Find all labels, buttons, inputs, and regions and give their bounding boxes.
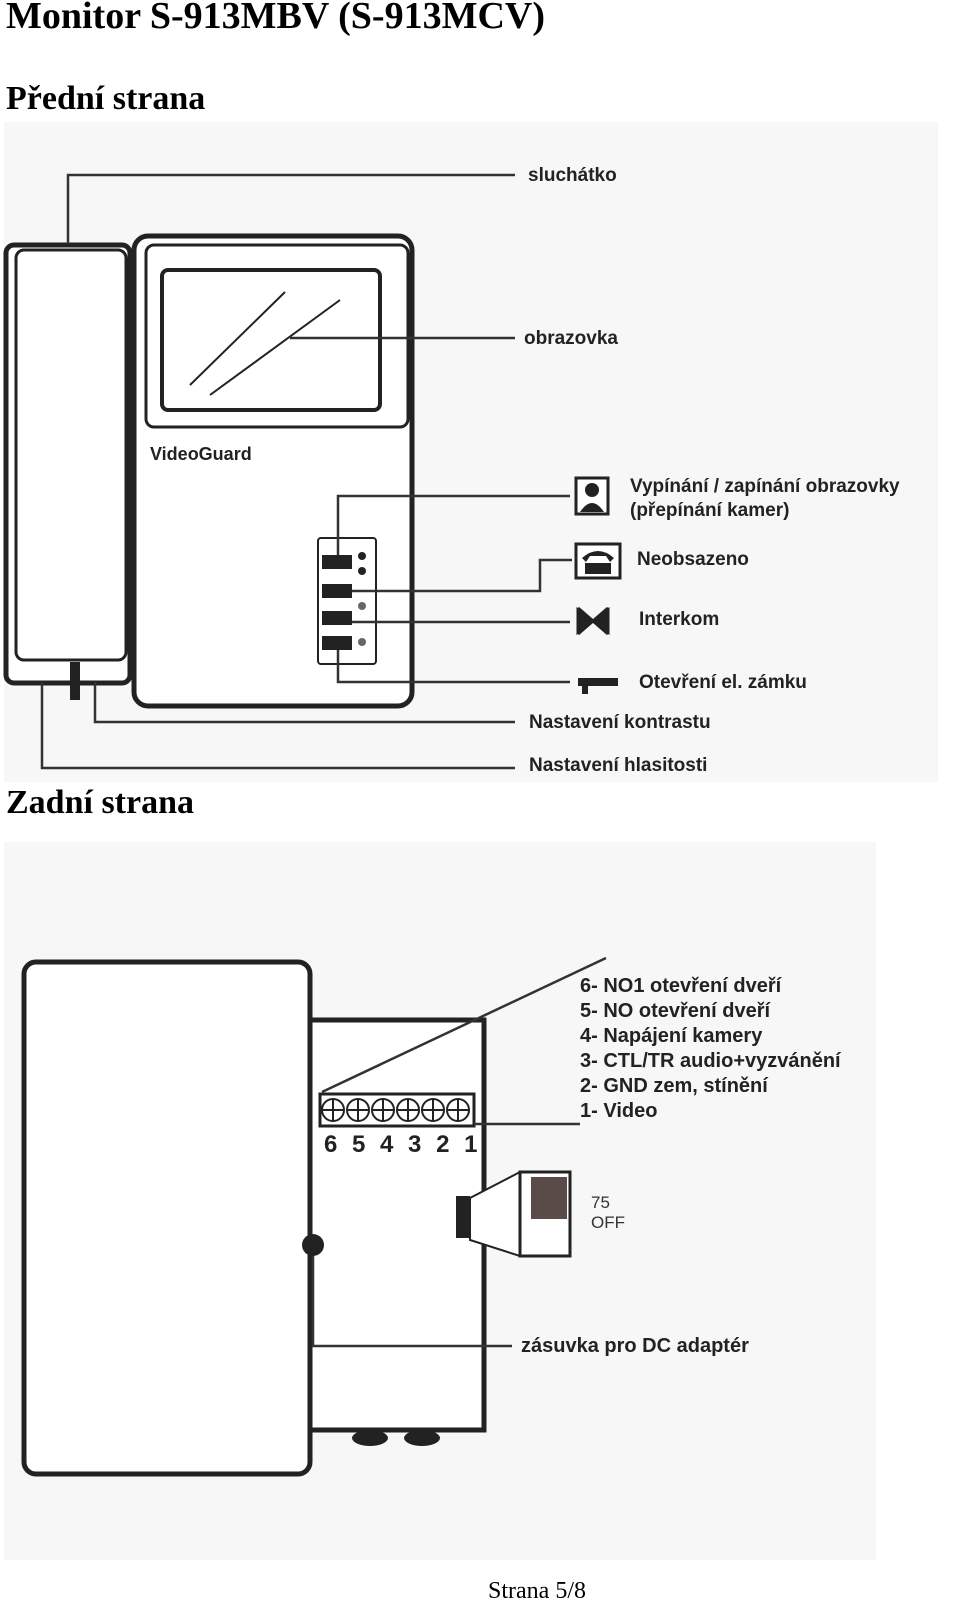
screen-label: obrazovka <box>524 328 618 349</box>
front-buttons <box>322 552 366 650</box>
person-icon <box>574 476 610 516</box>
led-indicator <box>358 552 366 560</box>
terminal-5-label: 5- NO otevření dveří <box>580 1000 772 1022</box>
screen-toggle-button[interactable] <box>322 555 352 569</box>
volume-label: Nastavení hlasitosti <box>529 755 707 776</box>
intercom-icon <box>576 606 610 636</box>
led-indicator <box>358 602 366 610</box>
led-indicator <box>358 638 366 646</box>
brand-logo: VideoGuard <box>150 444 252 464</box>
intercom-label: Interkom <box>639 609 719 630</box>
monitor-back <box>21 959 487 1477</box>
terminal-3-label: 3- CTL/TR audio+vyzvánění <box>580 1050 842 1072</box>
handset <box>3 242 133 700</box>
section-front-heading: Přední strana <box>6 80 206 117</box>
terminal-numbers: 6 5 4 3 2 1 <box>324 1131 481 1158</box>
screen-toggle-label: Vypínání / zapínání obrazovky <box>630 476 900 497</box>
led-indicator <box>358 567 366 575</box>
lock-button[interactable] <box>322 636 352 650</box>
rubber-foot <box>404 1430 440 1446</box>
handset-label: sluchátko <box>528 165 617 186</box>
rubber-foot <box>352 1430 388 1446</box>
dc-socket <box>302 1234 324 1256</box>
termination-switch[interactable] <box>456 1170 572 1258</box>
terminal-6-label: 6- NO1 otevření dveří <box>580 975 783 997</box>
unoccupied-button[interactable] <box>322 584 352 598</box>
screen-toggle-sublabel: (přepínání kamer) <box>630 500 789 521</box>
front-diagram: VideoGuard <box>3 165 900 776</box>
lock-label: Otevření el. zámku <box>639 672 807 693</box>
terminal-block <box>318 1092 476 1128</box>
section-back-heading: Zadní strana <box>6 784 194 821</box>
terminal-1-label: 1- Video <box>580 1100 657 1122</box>
unoccupied-label: Neobsazeno <box>637 549 749 570</box>
page-footer: Strana 5/8 <box>488 1578 586 1604</box>
phone-icon <box>574 542 622 580</box>
dc-socket-label: zásuvka pro DC adaptér <box>521 1335 749 1357</box>
switch-off-label: OFF <box>591 1213 625 1232</box>
page-title: Monitor S-913MBV (S-913MCV) <box>6 0 545 37</box>
terminal-legend: 6- NO1 otevření dveří 5- NO otevření dve… <box>580 975 842 1122</box>
switch-on-label: 75 <box>591 1193 610 1212</box>
contrast-label: Nastavení kontrastu <box>529 712 711 733</box>
terminal-4-label: 4- Napájení kamery <box>580 1025 763 1047</box>
lock-key-icon <box>578 678 618 694</box>
back-leader-lines <box>311 956 607 1348</box>
leader-lines <box>40 173 572 770</box>
intercom-button[interactable] <box>322 611 352 625</box>
terminal-2-label: 2- GND zem, stínění <box>580 1075 769 1097</box>
